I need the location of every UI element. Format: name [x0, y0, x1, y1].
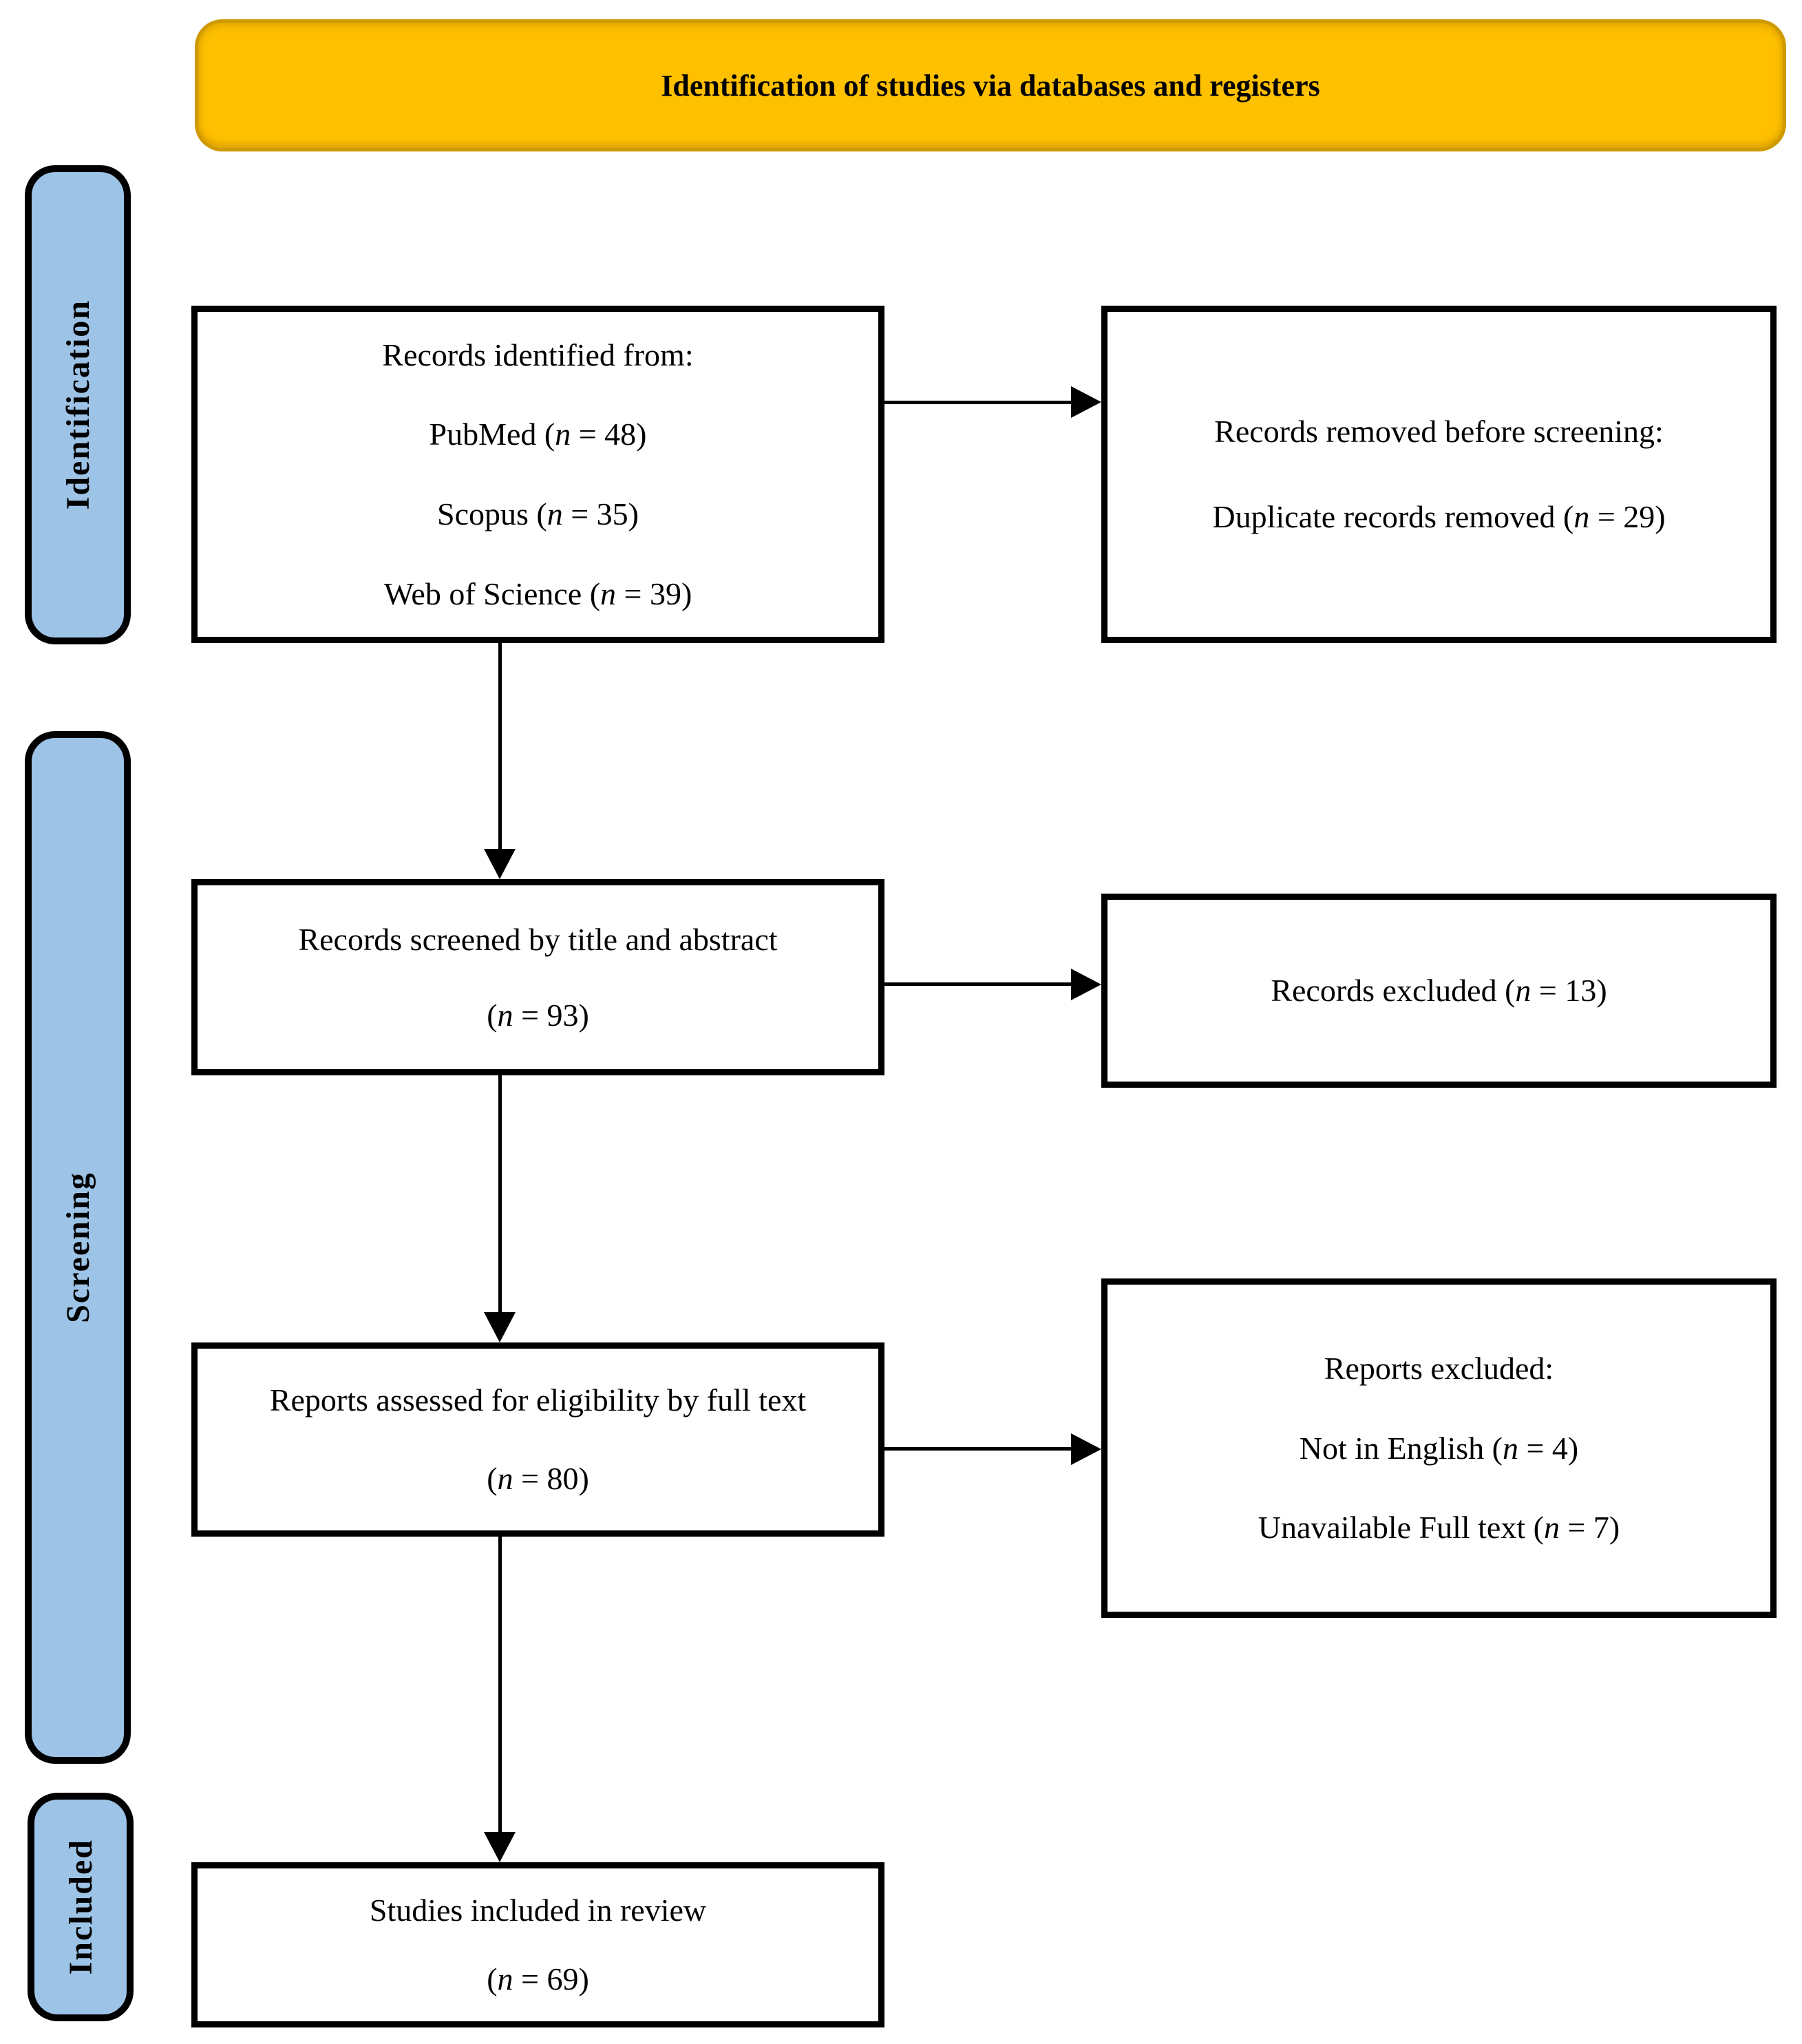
box-text-line: (n = 93): [487, 997, 589, 1033]
flow-box-records-removed: Records removed before screening: Duplica…: [1101, 306, 1777, 643]
banner-title: Identification of studies via databases …: [661, 68, 1320, 103]
box-text-line: Web of Science (n = 39): [383, 576, 692, 611]
stage-included: Included: [28, 1793, 134, 2021]
box-text-line: Unavailable Full text (n = 7): [1258, 1510, 1620, 1546]
connector-screened-to-assessed: [498, 1075, 502, 1315]
box-text-line: Records screened by title and abstract: [298, 921, 778, 957]
connector-identified-to-screened: [498, 643, 502, 852]
box-text-line: PubMed (n = 48): [429, 417, 647, 452]
box-text-line: (n = 69): [487, 1961, 589, 1996]
box-text-line: Records excluded (n = 13): [1271, 973, 1607, 1009]
connector-screened-to-excluded: [884, 982, 1072, 986]
arrowhead-right-icon: [1071, 1433, 1101, 1465]
connector-identified-to-removed: [884, 401, 1072, 404]
flow-box-records-screened: Records screened by title and abstract (n…: [191, 879, 884, 1075]
box-text-line: (n = 80): [487, 1461, 589, 1496]
arrowhead-down-icon: [484, 1832, 516, 1862]
arrowhead-down-icon: [484, 1312, 516, 1342]
stage-screening-label: Screening: [59, 1172, 96, 1323]
connector-assessed-to-included: [498, 1537, 502, 1835]
arrowhead-right-icon: [1071, 386, 1101, 418]
stage-identification-label: Identification: [59, 299, 96, 510]
flow-box-reports-excluded: Reports excluded: Not in English (n = 4) U…: [1101, 1278, 1777, 1618]
box-text-line: Duplicate records removed (n = 29): [1212, 499, 1666, 534]
box-text-line: Reports assessed for eligibility by full…: [269, 1382, 807, 1418]
flow-box-records-excluded: Records excluded (n = 13): [1101, 894, 1777, 1088]
connector-assessed-to-reports-excluded: [884, 1447, 1072, 1451]
arrowhead-right-icon: [1071, 969, 1101, 1000]
banner: Identification of studies via databases …: [195, 19, 1786, 151]
stage-screening: Screening: [25, 731, 131, 1764]
stage-identification: Identification: [25, 165, 131, 644]
box-text-line: Not in English (n = 4): [1299, 1430, 1579, 1466]
arrowhead-down-icon: [484, 849, 516, 879]
box-text-line: Studies included in review: [369, 1893, 707, 1928]
box-text-line: Reports excluded:: [1324, 1351, 1554, 1387]
stage-included-label: Included: [62, 1839, 99, 1975]
box-text-line: Records removed before screening:: [1214, 414, 1664, 450]
flow-box-studies-included: Studies included in review (n = 69): [191, 1862, 884, 2027]
flow-box-reports-assessed: Reports assessed for eligibility by full…: [191, 1342, 884, 1537]
box-text-line: Records identified from:: [382, 337, 694, 372]
flow-box-records-identified: Records identified from: PubMed (n = 48) S…: [191, 306, 884, 643]
box-text-line: Scopus (n = 35): [437, 496, 639, 531]
